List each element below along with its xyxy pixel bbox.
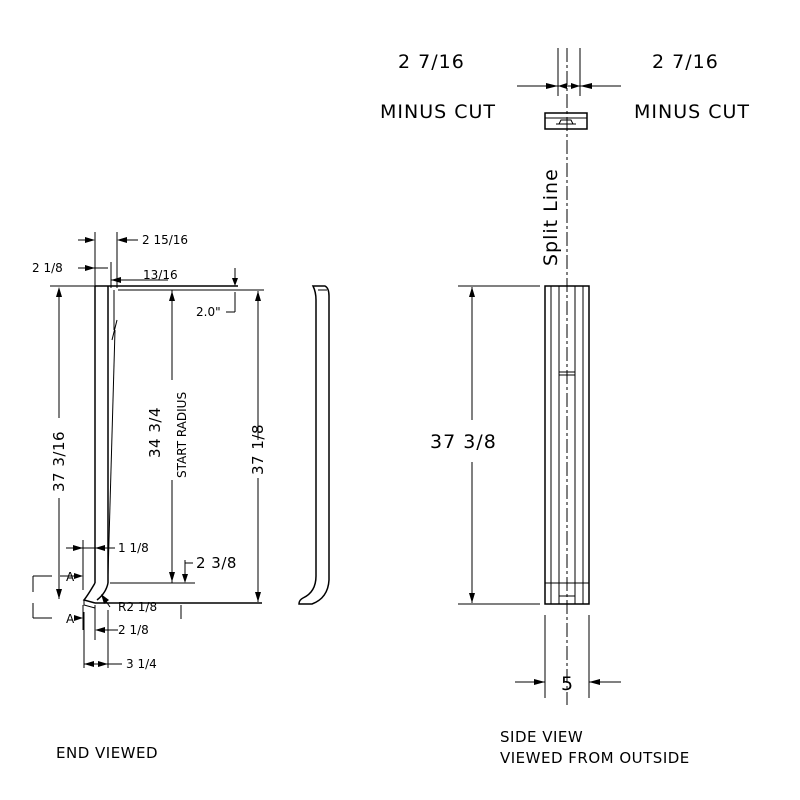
top-cut-section: 2 7/16 2 7/16 MINUS CUT MINUS CUT Split …: [380, 48, 750, 266]
radius-label: R2 1/8: [118, 600, 157, 614]
dim-width-5: 5: [561, 673, 574, 695]
dim-37-1-8: 37 1/8: [249, 424, 267, 475]
end-view-caption: END VIEWED: [56, 744, 158, 762]
start-radius-label: START RADIUS: [175, 392, 189, 478]
left-cut-dimension: 2 7/16: [398, 51, 465, 73]
section-a-top-label: A: [66, 570, 75, 584]
dim-37-3-16: 37 3/16: [50, 431, 68, 492]
dim-2-1-8-bottom: 2 1/8: [118, 623, 149, 637]
dim-3-1-4: 3 1/4: [126, 657, 157, 671]
dim-2-3-8: 2 3/8: [196, 554, 237, 572]
profile-view: [298, 285, 330, 605]
end-view-profile: [82, 286, 262, 609]
dim-13-16: 13/16: [143, 268, 178, 282]
dim-2-1-8-top: 2 1/8: [32, 261, 63, 275]
end-view: 2 1/8 2 15/16 13/16 2.0" 37 3/16: [32, 232, 267, 762]
dim-1-1-8: 1 1/8: [118, 541, 149, 555]
side-view: 37 3/8 5 SIDE VIEW VIEWED FROM OUTSIDE: [430, 285, 690, 767]
dim-2-15-16: 2 15/16: [142, 233, 188, 247]
dim-37-3-8: 37 3/8: [430, 431, 497, 453]
section-a-bottom-label: A: [66, 612, 75, 626]
minus-cut-block: [544, 112, 588, 130]
side-view-caption-line2: VIEWED FROM OUTSIDE: [500, 749, 690, 767]
dim-34-3-4: 34 3/4: [146, 407, 164, 458]
right-minus-cut-label: MINUS CUT: [634, 101, 750, 123]
split-line-label: Split Line: [540, 168, 562, 266]
side-view-caption-line1: SIDE VIEW: [500, 728, 583, 746]
dim-2-0-inch: 2.0": [196, 305, 221, 319]
side-view-outline: [544, 285, 590, 605]
right-cut-dimension: 2 7/16: [652, 51, 719, 73]
left-minus-cut-label: MINUS CUT: [380, 101, 496, 123]
section-a-markers: A A: [32, 570, 84, 630]
